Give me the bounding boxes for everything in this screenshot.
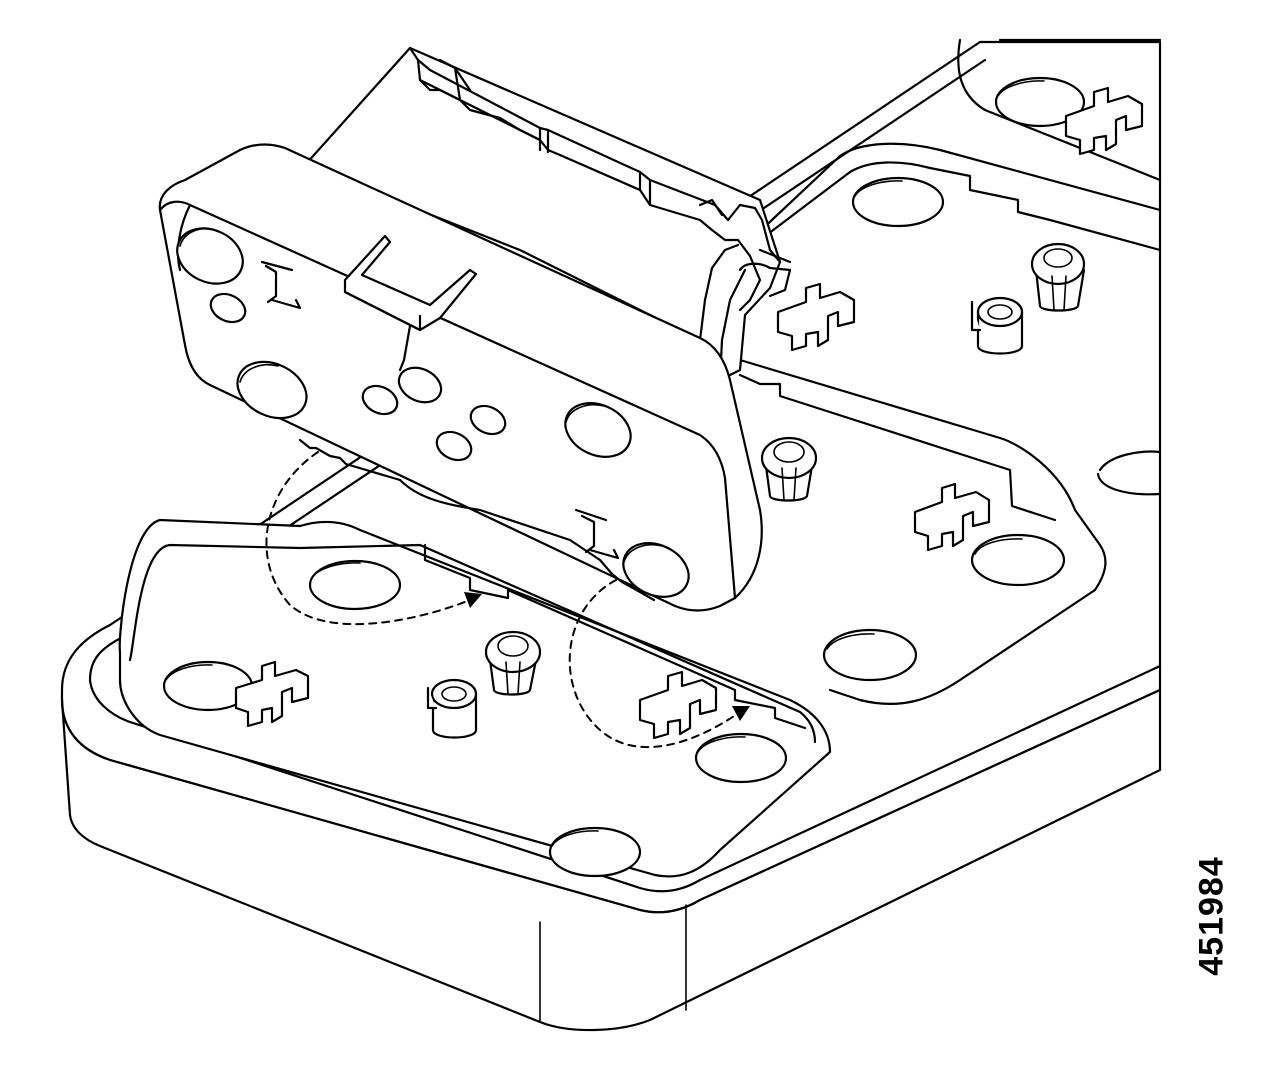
arrowhead-left — [464, 592, 482, 608]
faceplate-hole — [209, 292, 247, 324]
guide-pin — [426, 678, 478, 739]
guide-pin — [970, 296, 1024, 355]
mounting-hole — [822, 628, 918, 682]
mounting-hole — [851, 176, 945, 228]
alignment-mark — [574, 508, 620, 560]
standoff-post — [1030, 242, 1086, 312]
mounting-hole — [694, 732, 788, 784]
faceplate-hole — [435, 430, 473, 462]
dashed-insertion-arrows — [265, 451, 750, 749]
mounting-hole — [548, 826, 642, 878]
h-clip — [776, 282, 856, 352]
figure-number: 451984 — [1192, 856, 1231, 976]
mounting-hole — [970, 533, 1066, 587]
faceplate-hole — [361, 384, 399, 416]
faceplate-hole — [469, 404, 507, 436]
insertion-path-right — [568, 579, 741, 749]
faceplate-hole — [622, 542, 690, 598]
standoff-post — [484, 630, 542, 696]
module-being-inserted — [158, 46, 792, 612]
mounting-hole — [308, 559, 402, 611]
faceplate-hole — [176, 227, 244, 285]
module-faceplate — [158, 143, 763, 612]
faceplate-hole — [397, 366, 443, 404]
h-clip — [638, 670, 718, 740]
h-clip — [1064, 86, 1144, 156]
mounting-hole — [994, 76, 1086, 128]
alignment-mark — [260, 260, 302, 310]
insertion-path-left — [265, 451, 471, 626]
arrowhead-right — [732, 706, 750, 721]
faceplate-hole — [564, 402, 632, 458]
h-clip — [913, 482, 991, 552]
standoff-post — [760, 436, 818, 502]
h-clip — [234, 660, 310, 728]
faceplate-hole — [236, 360, 308, 420]
